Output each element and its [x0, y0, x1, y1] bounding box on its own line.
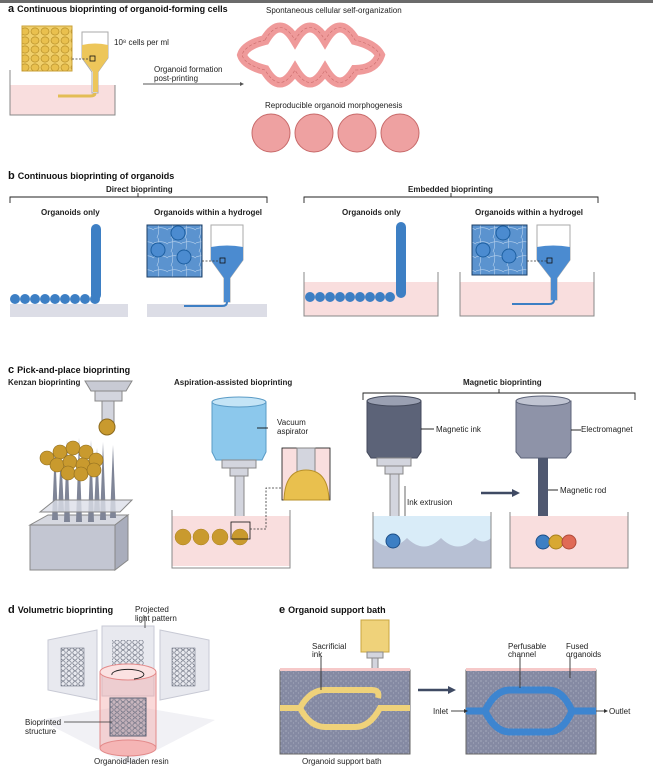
kenzan-plate: [38, 499, 134, 513]
sacrificial-ink-top: [280, 687, 382, 711]
panel-c-title: Pick-and-place bioprinting: [17, 365, 131, 375]
bracket-magnetic: [362, 389, 636, 400]
bracket-embedded: [303, 193, 599, 203]
magnetic-rod: [538, 458, 548, 540]
fused-organoids-line2: organoids: [566, 650, 602, 659]
organoid-chain-b1: [10, 224, 101, 304]
perfusable-channel-line2: channel: [508, 650, 537, 659]
kenzan-label: Kenzan bioprinting: [8, 378, 81, 387]
vacuum-label-line2: aspirator: [277, 427, 309, 436]
bath-a: [10, 85, 115, 115]
embedded-bioprinting-label: Embedded bioprinting: [408, 185, 493, 194]
aspiration-label: Aspiration-assisted bioprinting: [174, 378, 293, 387]
panel-b-title: Continuous bioprinting of organoids: [17, 171, 175, 181]
sacrificial-ink-line1: Sacrificial: [312, 642, 347, 651]
perfusable-channel-line1: Perfusable: [508, 642, 547, 651]
sacrificial-ink-bottom: [297, 705, 410, 730]
embedded-organoids-only-label: Organoids only: [342, 208, 401, 217]
panel-d-title: Volumetric bioprinting: [17, 605, 114, 615]
outlet-label: Outlet: [609, 707, 631, 716]
magnetic-rod-label: Magnetic rod: [560, 486, 607, 495]
top-rule: [0, 0, 653, 3]
bioprinted-structure-line1: Bioprinted: [25, 718, 62, 727]
bioprinted-structure-line2: structure: [25, 727, 57, 736]
magnetic-ink-cylinder: [366, 400, 422, 459]
morphogenesis-label: Reproducible organoid morphogenesis: [265, 101, 403, 110]
rotation-arrow: [111, 668, 145, 680]
panel-a-title: Continuous bioprinting of organoid-formi…: [17, 4, 228, 14]
panel-e-art: [279, 619, 608, 755]
panel-e-letter: e: [279, 604, 286, 616]
vacuum-aspirator: [211, 401, 267, 461]
panel-b-art: [9, 193, 599, 317]
direct-hydrogel-label: Organoids within a hydrogel: [154, 208, 263, 217]
projected-label-line1: Projected: [135, 605, 169, 614]
syringe-fill-a: [82, 43, 108, 92]
resin-label: Organoid-laden resin: [94, 757, 169, 766]
fused-organoids-line1: Fused: [566, 642, 589, 651]
arrow-label-line2: post-printing: [154, 74, 199, 83]
cell-concentration-label: 10⁸ cells per ml: [114, 38, 169, 47]
electromagnet-label: Electromagnet: [581, 425, 633, 434]
kenzan-spheroids: [39, 440, 104, 482]
bracket-direct: [9, 193, 268, 203]
arrow-label-line1: Organoid formation: [154, 65, 223, 74]
self-organization-label: Spontaneous cellular self-organization: [266, 6, 402, 15]
sacrificial-ink-line2: ink: [312, 650, 323, 659]
cell-inset-a: [21, 25, 73, 72]
ink-extrusion-label: Ink extrusion: [407, 498, 453, 507]
vacuum-label-line1: Vacuum: [277, 418, 306, 427]
bath-b4: [460, 282, 594, 316]
panel-e-title: Organoid support bath: [288, 605, 386, 615]
nozzle-e: [360, 619, 390, 653]
kenzan-base: [29, 524, 116, 571]
panel-c-letter: c: [8, 364, 15, 376]
organoid-spheres-a: [251, 113, 420, 153]
panel-b-letter: b: [8, 170, 15, 182]
inlet-label: Inlet: [433, 707, 449, 716]
magnetic-ink-label: Magnetic ink: [436, 425, 481, 434]
panel-c-art: [28, 380, 636, 572]
projected-label-line2: light pattern: [135, 614, 177, 623]
direct-bioprinting-label: Direct bioprinting: [106, 185, 173, 194]
syringe-fill-b2: [211, 245, 243, 302]
panel-d-art: [40, 616, 215, 765]
support-bath-label: Organoid support bath: [302, 757, 382, 766]
magnetic-bioprinting-label: Magnetic bioprinting: [463, 378, 542, 387]
embedded-hydrogel-label: Organoids within a hydrogel: [475, 208, 584, 217]
inset-marker-a: [89, 55, 96, 62]
self-organized-tissue: [236, 22, 386, 88]
electromagnet-cylinder: [515, 400, 572, 459]
substrate-b2: [147, 304, 267, 317]
printed-filament-a: [58, 92, 97, 98]
dish-a: [9, 70, 116, 116]
panel-a-letter: a: [8, 3, 15, 15]
organoid-chain-b3: [305, 222, 406, 302]
perfusable-channel: [466, 686, 596, 736]
panel-d-letter: d: [8, 604, 15, 616]
panel-a-art: [9, 22, 420, 153]
direct-organoids-only-label: Organoids only: [41, 208, 100, 217]
bioprinted-structure: [109, 697, 147, 737]
spheroid-kenzan-pick: [98, 418, 116, 436]
substrate-b1: [10, 304, 128, 317]
